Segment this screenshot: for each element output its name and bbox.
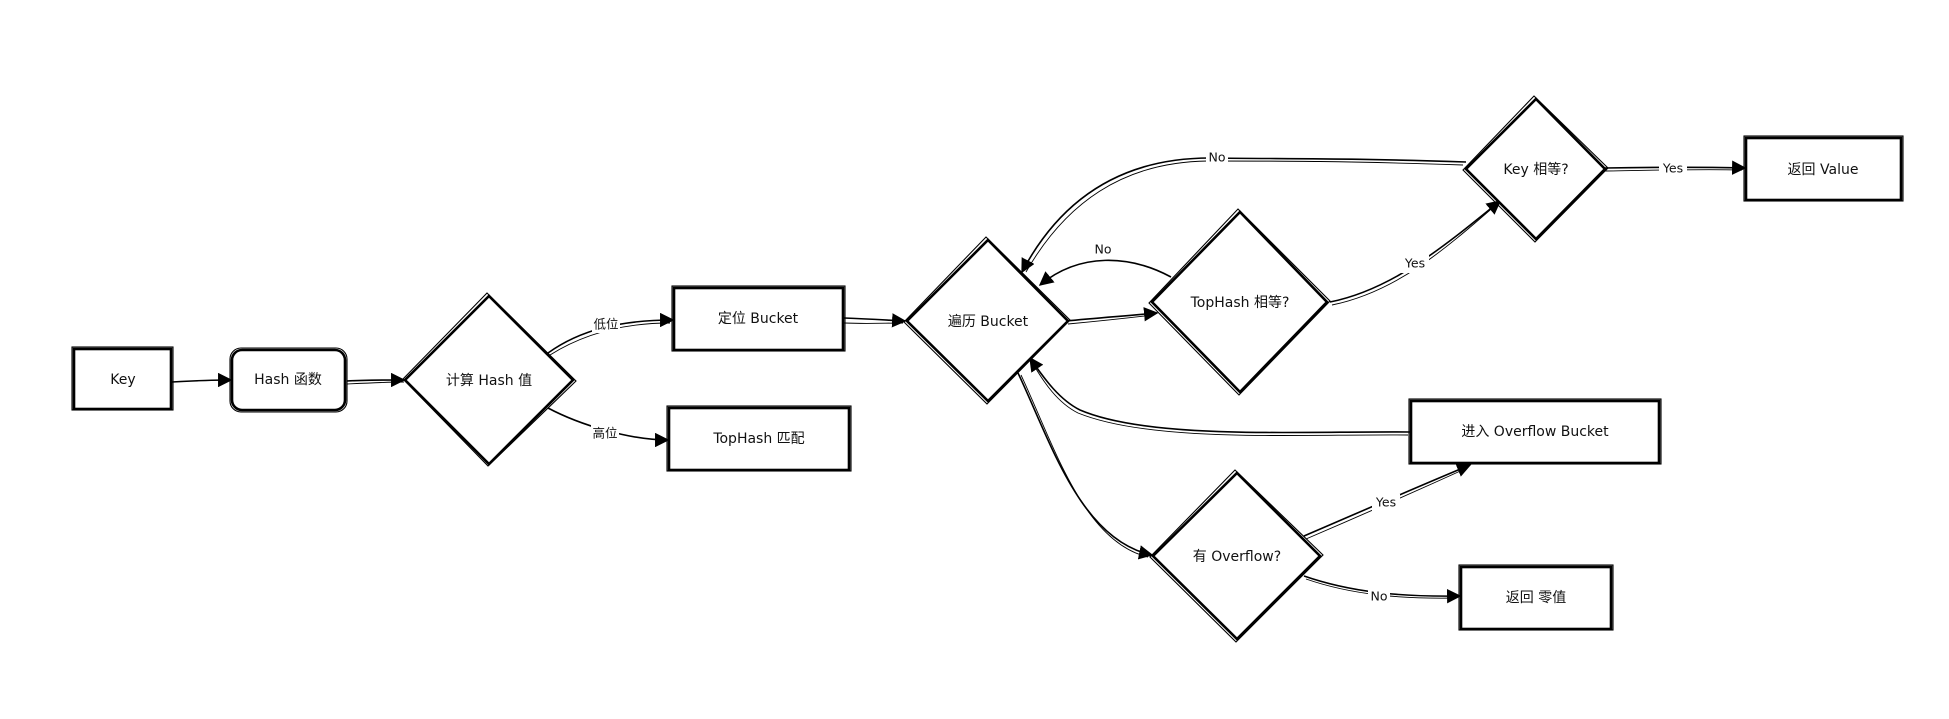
edge-label-key-no: No — [1206, 149, 1228, 167]
edge-label-tophash-yes: Yes — [1401, 255, 1429, 273]
node-has-overflow[interactable]: 有 Overflow? — [1149, 469, 1324, 643]
node-tophash-equal[interactable]: TopHash 相等? — [1148, 208, 1331, 396]
node-hash-func-label: Hash 函数 — [254, 372, 322, 388]
node-key[interactable]: Key — [71, 346, 174, 411]
edge-overflow-to-traverse — [1029, 356, 1411, 436]
edge-tophash-equal-no — [1038, 259, 1172, 286]
node-return-zero-label: 返回 零值 — [1506, 590, 1566, 606]
svg-text:Yes: Yes — [1404, 256, 1425, 271]
svg-text:No: No — [1209, 150, 1226, 165]
node-traverse-bucket-label: 遍历 Bucket — [948, 314, 1029, 330]
svg-text:Yes: Yes — [1662, 161, 1683, 176]
node-traverse-bucket[interactable]: 遍历 Bucket — [903, 236, 1071, 405]
node-return-zero[interactable]: 返回 零值 — [1458, 564, 1614, 631]
node-key-equal[interactable]: Key 相等? — [1462, 95, 1609, 243]
node-tophash-match-label: TopHash 匹配 — [712, 431, 804, 447]
node-enter-overflow-label: 进入 Overflow Bucket — [1461, 424, 1609, 440]
node-compute-hash-label: 计算 Hash 值 — [446, 373, 532, 389]
svg-text:No: No — [1095, 242, 1112, 257]
node-key-equal-label: Key 相等? — [1503, 161, 1568, 178]
edge-traverse-to-has-overflow — [1017, 372, 1154, 560]
edge-tophash-equal-yes — [1329, 200, 1502, 306]
node-tophash-equal-label: TopHash 相等? — [1190, 294, 1290, 311]
node-has-overflow-label: 有 Overflow? — [1193, 549, 1281, 565]
node-return-value[interactable]: 返回 Value — [1743, 135, 1904, 202]
svg-text:低位: 低位 — [593, 317, 618, 332]
node-hash-func[interactable]: Hash 函数 — [229, 347, 348, 413]
node-locate-bucket[interactable]: 定位 Bucket — [671, 285, 846, 352]
edge-key-to-hash — [171, 372, 233, 388]
node-locate-bucket-label: 定位 Bucket — [718, 311, 799, 327]
edge-label-overflow-no: No — [1368, 588, 1390, 606]
node-compute-hash[interactable]: 计算 Hash 值 — [402, 292, 577, 467]
node-key-label: Key — [110, 372, 135, 388]
svg-text:高位: 高位 — [592, 426, 617, 441]
edge-label-key-yes: Yes — [1659, 160, 1687, 178]
svg-text:No: No — [1371, 589, 1388, 604]
edge-label-high-bits: 高位 — [591, 425, 619, 443]
node-tophash-match[interactable]: TopHash 匹配 — [666, 405, 852, 472]
edge-label-low-bits: 低位 — [592, 315, 620, 333]
edge-hash-to-compute — [346, 372, 406, 388]
edge-locate-to-traverse — [843, 313, 907, 328]
svg-text:Yes: Yes — [1375, 495, 1396, 510]
node-return-value-label: 返回 Value — [1788, 162, 1859, 178]
edge-labels: 低位 高位 No Yes No Yes Yes No — [591, 149, 1687, 606]
edge-label-overflow-yes: Yes — [1372, 494, 1400, 512]
edge-traverse-to-tophash-equal — [1065, 307, 1159, 325]
node-enter-overflow[interactable]: 进入 Overflow Bucket — [1408, 398, 1662, 465]
edge-label-tophash-no: No — [1092, 241, 1114, 259]
